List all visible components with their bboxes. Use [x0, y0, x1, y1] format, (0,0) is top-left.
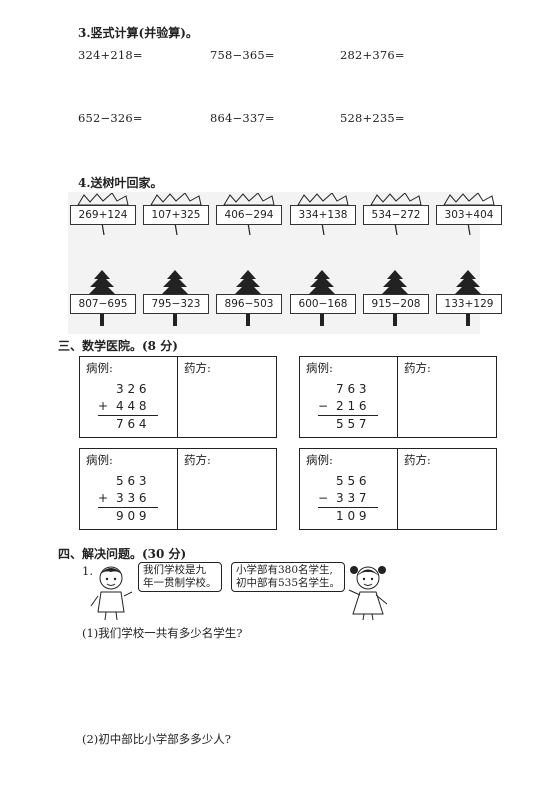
leaf-card[interactable]: 107+325	[143, 193, 209, 235]
girl-speech-bubble: 小学部有380名学生, 初中部有535名学生。	[231, 562, 346, 592]
tree-icon	[234, 270, 262, 326]
case-label: 病例:	[306, 361, 333, 375]
leaf-expression: 107+325	[143, 205, 209, 225]
q3-title: 3.竖式计算(并验算)。	[78, 26, 198, 40]
sum-line	[318, 415, 378, 416]
leaf-expression: 534−272	[363, 205, 429, 225]
q3-eq-5: 864−337=	[210, 111, 275, 125]
bubble-line: 初中部有535名学生。	[236, 577, 341, 589]
case-bottom-number: 2 1 6	[336, 399, 367, 413]
tree-card[interactable]: 600−168	[290, 270, 356, 328]
boy-illustration-icon	[90, 566, 133, 620]
case-bottom-number: 3 3 7	[336, 491, 367, 505]
leaf-card[interactable]: 406−294	[216, 193, 282, 235]
case-result: 5 5 7	[336, 417, 367, 431]
case-operator: −	[318, 491, 329, 505]
sum-line	[98, 415, 158, 416]
case-result: 9 0 9	[116, 509, 147, 523]
divider	[397, 449, 398, 529]
case-bottom-number: 3 3 6	[116, 491, 147, 505]
bubble-line: 小学部有380名学生,	[236, 564, 333, 576]
case-top-number: 7 6 3	[336, 382, 367, 396]
prescription-label: 药方:	[184, 361, 211, 375]
case-operator: +	[98, 399, 109, 413]
q3-eq-2: 758−365=	[210, 48, 275, 62]
case-bottom-number: 4 4 8	[116, 399, 147, 413]
hospital-case-box: 病例: 药方: 5 5 6 − 3 3 7 1 0 9	[299, 448, 497, 530]
case-label: 病例:	[86, 361, 113, 375]
tree-expression: 133+129	[436, 294, 502, 314]
prescription-label: 药方:	[404, 361, 431, 375]
q3-eq-1: 324+218=	[78, 48, 143, 62]
hospital-case-box: 病例: 药方: 5 6 3 + 3 3 6 9 0 9	[79, 448, 277, 530]
boy-speech-bubble: 我们学校是九 年一贯制学校。	[138, 562, 222, 592]
tree-card[interactable]: 807−695	[70, 270, 136, 328]
case-operator: +	[98, 491, 109, 505]
q4-title: 4.送树叶回家。	[78, 176, 163, 190]
case-label: 病例:	[306, 453, 333, 467]
tree-card[interactable]: 795−323	[143, 270, 209, 328]
leaf-card[interactable]: 303+404	[436, 193, 502, 235]
leaf-expression: 269+124	[70, 205, 136, 225]
q3-eq-3: 282+376=	[340, 48, 405, 62]
case-label: 病例:	[86, 453, 113, 467]
bubble-line: 我们学校是九	[143, 564, 206, 576]
divider	[177, 449, 178, 529]
hospital-case-box: 病例: 药方: 7 6 3 − 2 1 6 5 5 7	[299, 356, 497, 438]
leaf-card[interactable]: 269+124	[70, 193, 136, 235]
divider	[177, 357, 178, 437]
case-result: 7 6 4	[116, 417, 147, 431]
girl-illustration-icon	[348, 566, 388, 620]
section4-title: 四、解决问题。(30 分)	[58, 547, 187, 561]
sub-question-2: (2)初中部比小学部多多少人?	[82, 732, 231, 746]
leaf-expression: 406−294	[216, 205, 282, 225]
leaf-icon	[223, 193, 275, 235]
q3-eq-6: 528+235=	[340, 111, 405, 125]
tree-expression: 795−323	[143, 294, 209, 314]
leaf-icon	[297, 193, 349, 235]
leaf-card[interactable]: 334+138	[290, 193, 356, 235]
tree-expression: 600−168	[290, 294, 356, 314]
leaf-card[interactable]: 534−272	[363, 193, 429, 235]
sum-line	[98, 507, 158, 508]
tree-icon	[381, 270, 409, 326]
leaf-icon	[77, 193, 129, 235]
leaf-icon	[150, 193, 202, 235]
tree-icon	[454, 270, 482, 326]
leaf-icon	[370, 193, 422, 235]
prescription-label: 药方:	[404, 453, 431, 467]
leaf-expression: 334+138	[290, 205, 356, 225]
case-top-number: 3 2 6	[116, 382, 147, 396]
tree-expression: 807−695	[70, 294, 136, 314]
sum-line	[318, 507, 378, 508]
bubble-line: 年一贯制学校。	[143, 577, 217, 589]
sub-question-1: (1)我们学校一共有多少名学生?	[82, 626, 243, 640]
case-top-number: 5 6 3	[116, 474, 147, 488]
tree-card[interactable]: 896−503	[216, 270, 282, 328]
section3-title: 三、数学医院。(8 分)	[58, 339, 178, 353]
tree-expression: 915−208	[363, 294, 429, 314]
tree-icon	[308, 270, 336, 326]
question-number: 1.	[82, 564, 93, 578]
divider	[397, 357, 398, 437]
case-operator: −	[318, 399, 329, 413]
q3-eq-4: 652−326=	[78, 111, 143, 125]
tree-icon	[88, 270, 116, 326]
tree-expression: 896−503	[216, 294, 282, 314]
tree-icon	[161, 270, 189, 326]
hospital-case-box: 病例: 药方: 3 2 6 + 4 4 8 7 6 4	[79, 356, 277, 438]
case-result: 1 0 9	[336, 509, 367, 523]
case-top-number: 5 5 6	[336, 474, 367, 488]
leaf-expression: 303+404	[436, 205, 502, 225]
leaf-icon	[443, 193, 495, 235]
tree-card[interactable]: 915−208	[363, 270, 429, 328]
tree-card[interactable]: 133+129	[436, 270, 502, 328]
prescription-label: 药方:	[184, 453, 211, 467]
